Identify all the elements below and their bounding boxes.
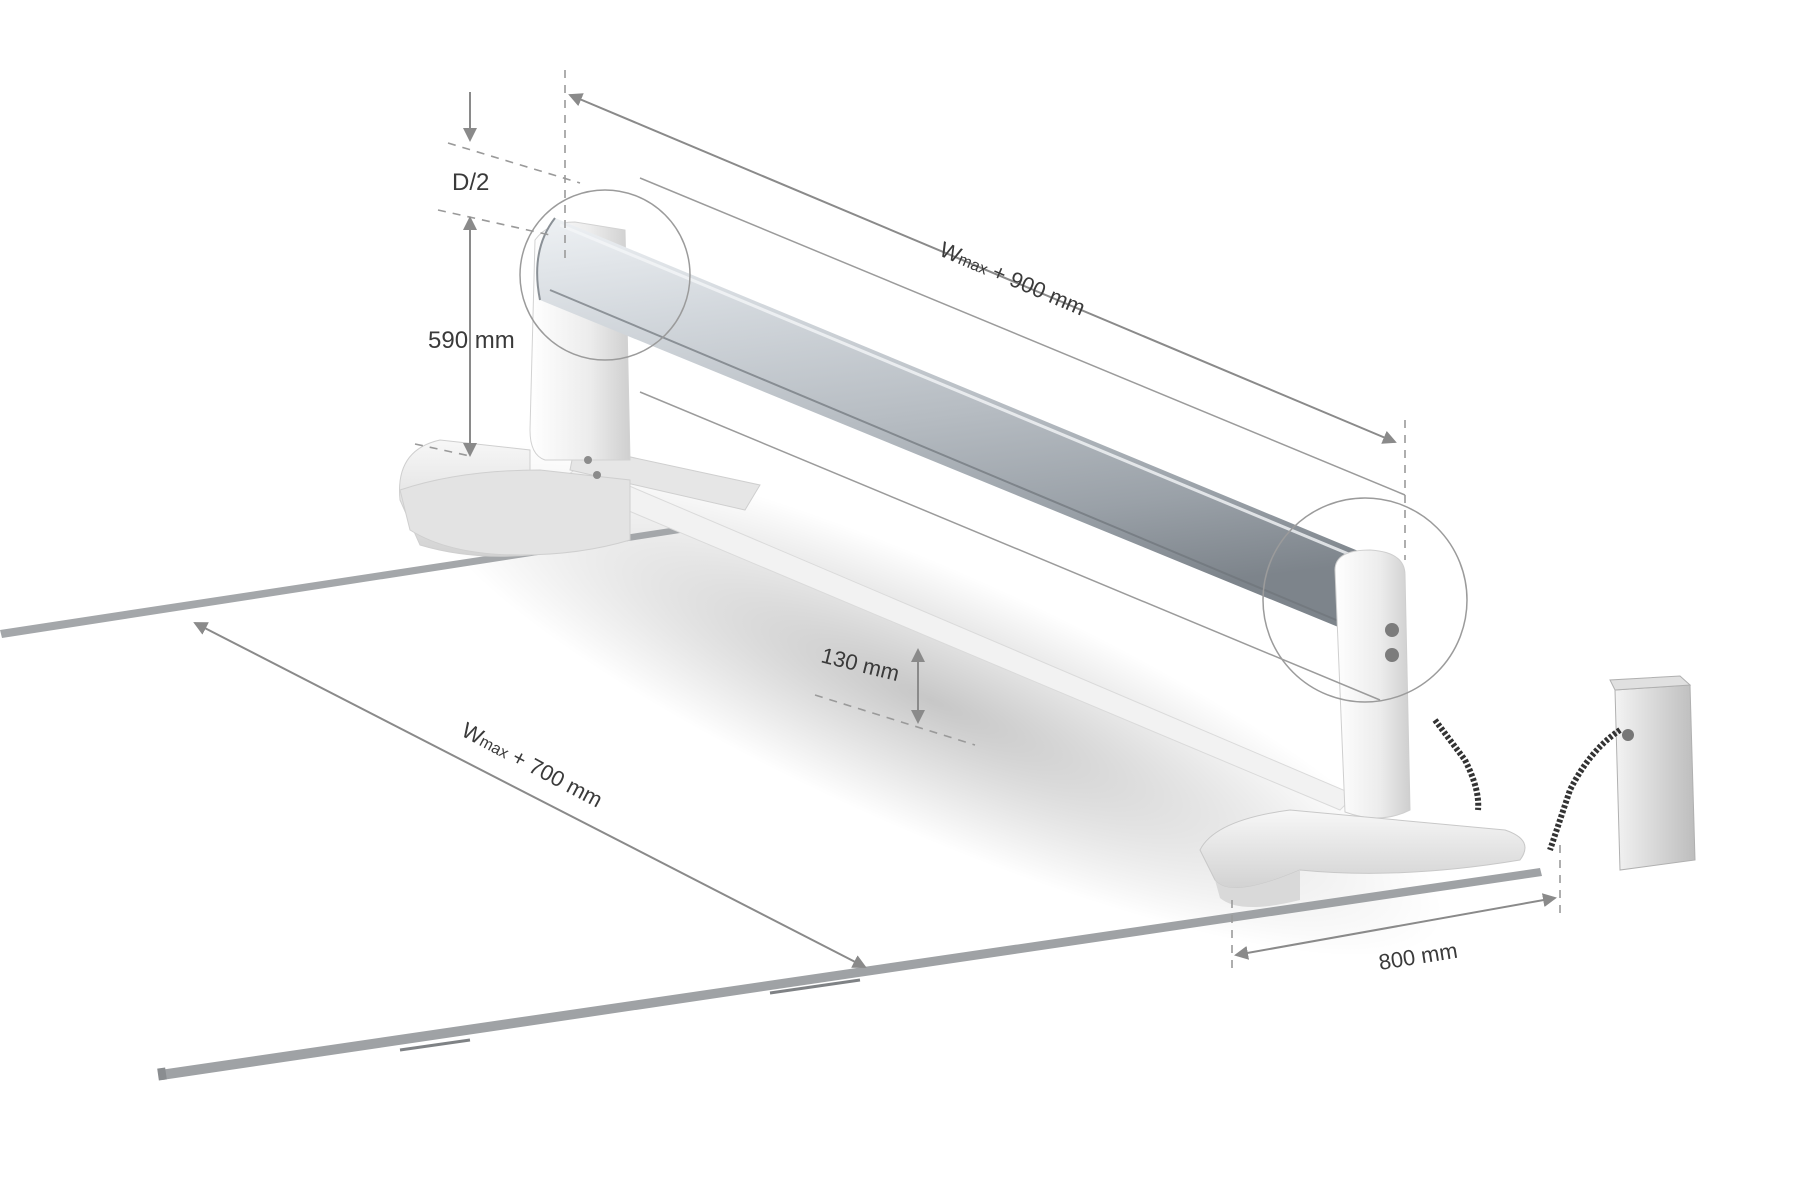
dimension-label-wmax-700: Wmax + 700 mm	[458, 717, 607, 812]
dimension-label-wmax-900: Wmax + 900 mm	[936, 237, 1089, 321]
dimension-label-590: 590 mm	[428, 327, 515, 354]
dimension-d-half: D/2	[437, 92, 581, 236]
floor-shadow	[415, 443, 1445, 957]
right-end-guide-circle	[1262, 497, 1468, 703]
dimension-590: 590 mm	[414, 216, 515, 457]
right-support	[1199, 549, 1526, 908]
control-box	[1609, 675, 1696, 871]
dimension-label-d-half: D/2	[452, 169, 489, 196]
spiral-cable	[1432, 718, 1622, 851]
